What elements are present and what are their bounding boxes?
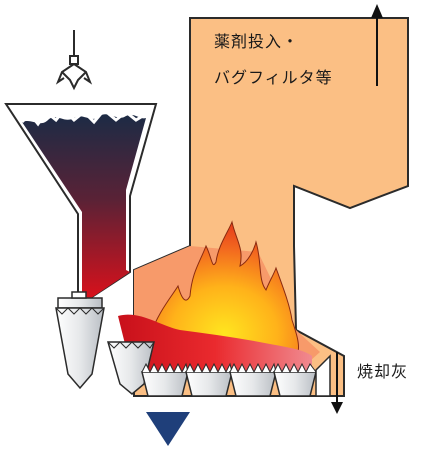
hopper-waste [22, 114, 146, 305]
grate-roller [273, 362, 317, 397]
flue-arrow-head [371, 4, 383, 18]
grate-roller [229, 362, 277, 397]
grate-roller [141, 362, 189, 397]
bottom-ash-label: 焼却灰 [357, 362, 409, 381]
hopper-waste-edge [20, 107, 147, 127]
flue-gas-treatment-label-line1: 薬剤投入・ [214, 32, 300, 51]
feeder-cone [55, 291, 105, 390]
grate-roller [185, 362, 233, 397]
flue-gas-treatment-label-line2: バグフィルタ等 [214, 68, 333, 87]
crane-grab-icon [55, 30, 93, 91]
grate-cone [107, 341, 155, 395]
ash-arrow-head [331, 402, 343, 414]
down-triangle-icon [146, 412, 190, 446]
grate-rollers [141, 362, 317, 397]
burning-bed [118, 314, 312, 372]
ash-chute [315, 354, 331, 397]
